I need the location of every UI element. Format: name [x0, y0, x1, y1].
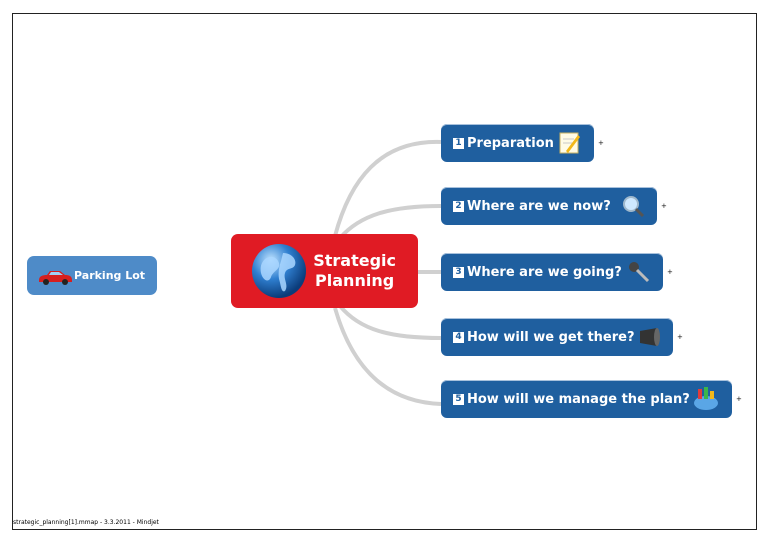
topic-label: Where are we going?: [467, 264, 622, 280]
topic-preparation[interactable]: 1 Preparation: [441, 124, 594, 162]
connector-2: [338, 204, 442, 240]
car-icon: [39, 271, 72, 285]
floating-topic-label: Parking Lot: [74, 269, 146, 282]
topic-number: 3: [453, 266, 464, 278]
expand-marker[interactable]: +: [667, 268, 673, 276]
topic-label: Preparation: [467, 135, 554, 151]
floating-topic-parking-lot[interactable]: Parking Lot: [27, 256, 157, 295]
topic-number: 5: [453, 393, 464, 405]
expand-marker[interactable]: +: [677, 333, 683, 341]
globe-icon: [252, 244, 306, 298]
pie-chart-icon: [694, 387, 718, 410]
connector-1: [333, 139, 442, 237]
notepad-pencil-icon: [559, 132, 580, 154]
topic-label: Where are we now?: [467, 198, 611, 214]
expand-marker[interactable]: +: [598, 139, 604, 147]
topic-label: How will we manage the plan?: [467, 391, 690, 407]
topic-where-are-we-now[interactable]: 2 Where are we now?: [441, 187, 657, 225]
central-topic-label: Strategic Planning: [313, 251, 396, 290]
magnifier-icon: [623, 196, 645, 218]
footer-filename: strategic_planning[1].mmap - 3.3.2011 - …: [13, 519, 159, 526]
connector-4: [338, 304, 442, 340]
connector-5: [333, 307, 442, 406]
megaphone-icon: [640, 328, 660, 346]
expand-marker[interactable]: +: [736, 395, 742, 403]
topic-number: 4: [453, 331, 464, 343]
topic-how-will-we-manage-the-plan[interactable]: 5 How will we manage the plan?: [441, 380, 732, 418]
key-icon: [629, 262, 650, 283]
topic-where-are-we-going[interactable]: 3 Where are we going?: [441, 253, 663, 291]
expand-marker[interactable]: +: [661, 202, 667, 210]
topic-how-will-we-get-there[interactable]: 4 How will we get there?: [441, 318, 673, 356]
topic-number: 1: [453, 137, 464, 149]
topic-number: 2: [453, 200, 464, 212]
topic-label: How will we get there?: [467, 329, 635, 345]
central-topic[interactable]: Strategic Planning: [231, 234, 418, 308]
